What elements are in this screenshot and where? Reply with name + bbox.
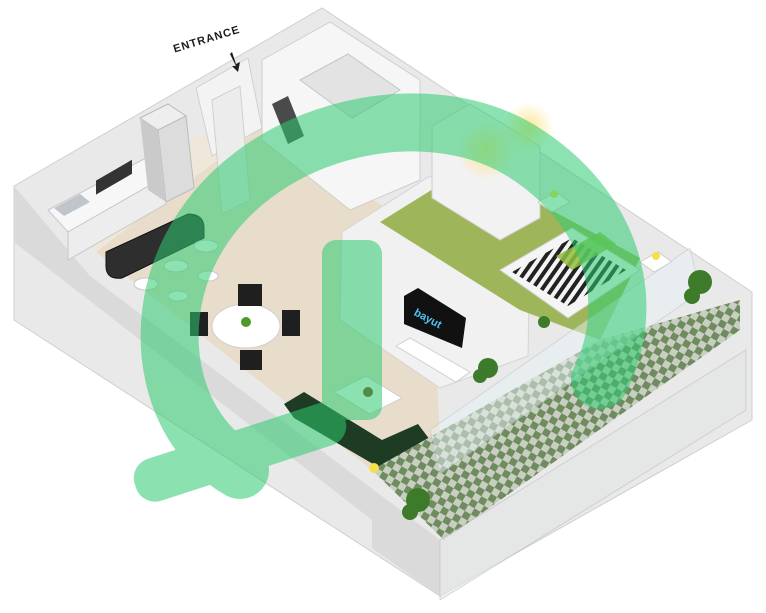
lamp-right xyxy=(652,252,660,260)
entrance-arrow-icon xyxy=(230,52,240,72)
sink xyxy=(54,194,90,216)
plants xyxy=(402,270,712,520)
fridge-side xyxy=(140,118,166,202)
dining-set xyxy=(190,284,300,370)
bayut-watermark xyxy=(133,93,647,502)
balcony-front-railing xyxy=(439,349,747,601)
tv-stand xyxy=(395,337,471,383)
tv-screen xyxy=(404,288,466,348)
stove xyxy=(96,159,132,195)
balcony-floor xyxy=(372,300,740,540)
kitchen-cabinets xyxy=(67,175,167,261)
left-wall-face xyxy=(14,186,440,596)
balcony-lamp xyxy=(369,463,379,473)
